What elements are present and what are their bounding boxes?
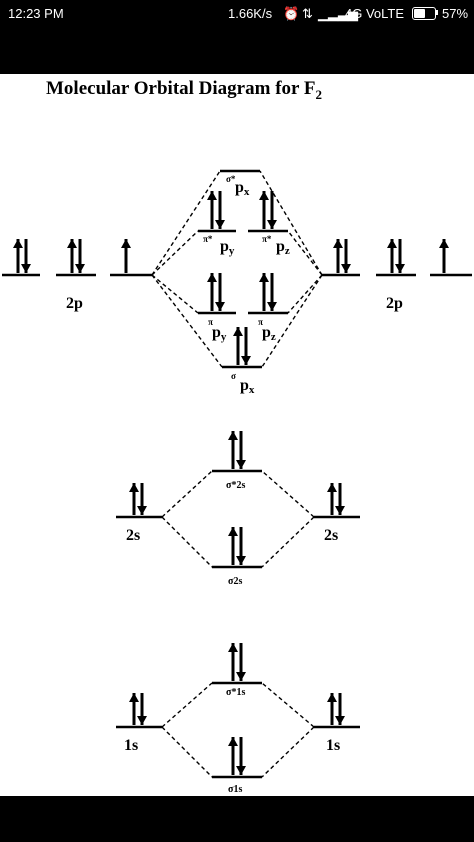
electron-down-arrow: [341, 239, 351, 273]
title-subscript: 2: [315, 87, 322, 102]
electron-up-arrow: [13, 239, 23, 273]
electron-down-arrow: [137, 483, 147, 515]
mo-lines-2p: [198, 169, 288, 369]
electron-up-arrow: [333, 239, 343, 273]
electron-up-arrow: [129, 693, 139, 725]
electron-down-arrow: [335, 483, 345, 515]
electron-down-arrow: [21, 239, 31, 273]
electron-down-arrow: [236, 643, 246, 681]
electron-down-arrow: [267, 273, 277, 311]
label-sigma-2px: px: [240, 377, 255, 396]
mo-lines-2s: [116, 469, 360, 569]
electron-down-arrow: [395, 239, 405, 273]
correlation-lines-1s: [161, 682, 315, 778]
electron-down-arrow: [215, 191, 225, 229]
electron-up-arrow: [228, 431, 238, 469]
electron-down-arrow: [236, 431, 246, 469]
electron-up-arrow: [228, 643, 238, 681]
electron-down-arrow: [236, 737, 246, 775]
electron-up-arrow: [228, 737, 238, 775]
mo-diagram: Molecular Orbital Diagram for F2: [2, 78, 472, 795]
label-pi-2py-prefix: π: [208, 317, 213, 327]
label-2s-right: 2s: [324, 527, 338, 544]
electron-up-arrow: [387, 239, 397, 273]
label-1s-right: 1s: [326, 737, 340, 754]
electron-down-arrow: [137, 693, 147, 725]
label-sigma-star-1s: σ*1s: [226, 687, 245, 698]
mo-lines-1s: [116, 681, 360, 779]
electron-up-arrow: [327, 483, 337, 515]
network-type: 4G VoLTE: [345, 6, 405, 21]
electron-up-arrow: [259, 191, 269, 229]
alarm-icon: ⏰: [283, 6, 300, 21]
electron-up-arrow: [207, 273, 217, 311]
electron-down-arrow: [236, 527, 246, 565]
battery-tip: [436, 10, 438, 15]
label-sigma-2s: σ2s: [228, 576, 242, 587]
electron-up-arrow: [259, 273, 269, 311]
label-sigma-star-2s: σ*2s: [226, 480, 245, 491]
label-pi-2py: py: [212, 324, 227, 343]
label-pi-star-2py-prefix: π*: [203, 234, 213, 244]
label-sigma-1s: σ1s: [228, 784, 242, 795]
electron-up-arrow: [228, 527, 238, 565]
status-bar: 12:23 PM 1.66K/s ⏰ ⇅ ▁▂▃▅ 4G VoLTE 57%: [0, 0, 474, 28]
label-pi-star-2pz: pz: [276, 238, 290, 257]
electron-up-arrow: [67, 239, 77, 273]
electron-up-arrow: [233, 327, 243, 365]
electron-down-arrow: [75, 239, 85, 273]
electron-down-arrow: [241, 327, 251, 365]
battery-icon: [412, 7, 436, 20]
status-time: 12:23 PM: [8, 6, 64, 21]
correlation-lines-2p: [151, 170, 323, 368]
image-viewer[interactable]: Molecular Orbital Diagram for F2: [0, 74, 474, 796]
electron-up-arrow: [121, 239, 131, 273]
signal-bars-icon: ▁▂▃▅: [318, 6, 358, 21]
label-sigma-star-2px-prefix: σ*: [226, 174, 236, 184]
electron-down-arrow: [215, 273, 225, 311]
diagram-title: Molecular Orbital Diagram for F2: [46, 78, 322, 102]
label-2s-left: 2s: [126, 527, 140, 544]
label-pi-star-2pz-prefix: π*: [262, 234, 272, 244]
label-pi-2pz: pz: [262, 324, 276, 343]
electron-up-arrow: [439, 239, 449, 273]
electron-down-arrow: [335, 693, 345, 725]
label-1s-left: 1s: [124, 737, 138, 754]
electron-up-arrow: [129, 483, 139, 515]
label-2p-left: 2p: [66, 295, 83, 312]
electron-up-arrow: [327, 693, 337, 725]
label-2p-right: 2p: [386, 295, 403, 312]
label-pi-star-2py: py: [220, 238, 235, 257]
label-sigma-star-2px: px: [235, 179, 250, 198]
electron-arrows: [13, 191, 449, 775]
label-pi-2pz-prefix: π: [258, 317, 263, 327]
label-sigma-2px-prefix: σ: [231, 371, 236, 381]
battery-percent: 57%: [442, 6, 469, 21]
electron-down-arrow: [267, 191, 277, 229]
bottom-bar: [0, 796, 474, 842]
data-transfer-icon: ⇅: [302, 6, 313, 21]
battery-fill: [414, 9, 425, 18]
network-speed: 1.66K/s: [228, 6, 273, 21]
correlation-lines-2s: [161, 470, 315, 568]
electron-up-arrow: [207, 191, 217, 229]
